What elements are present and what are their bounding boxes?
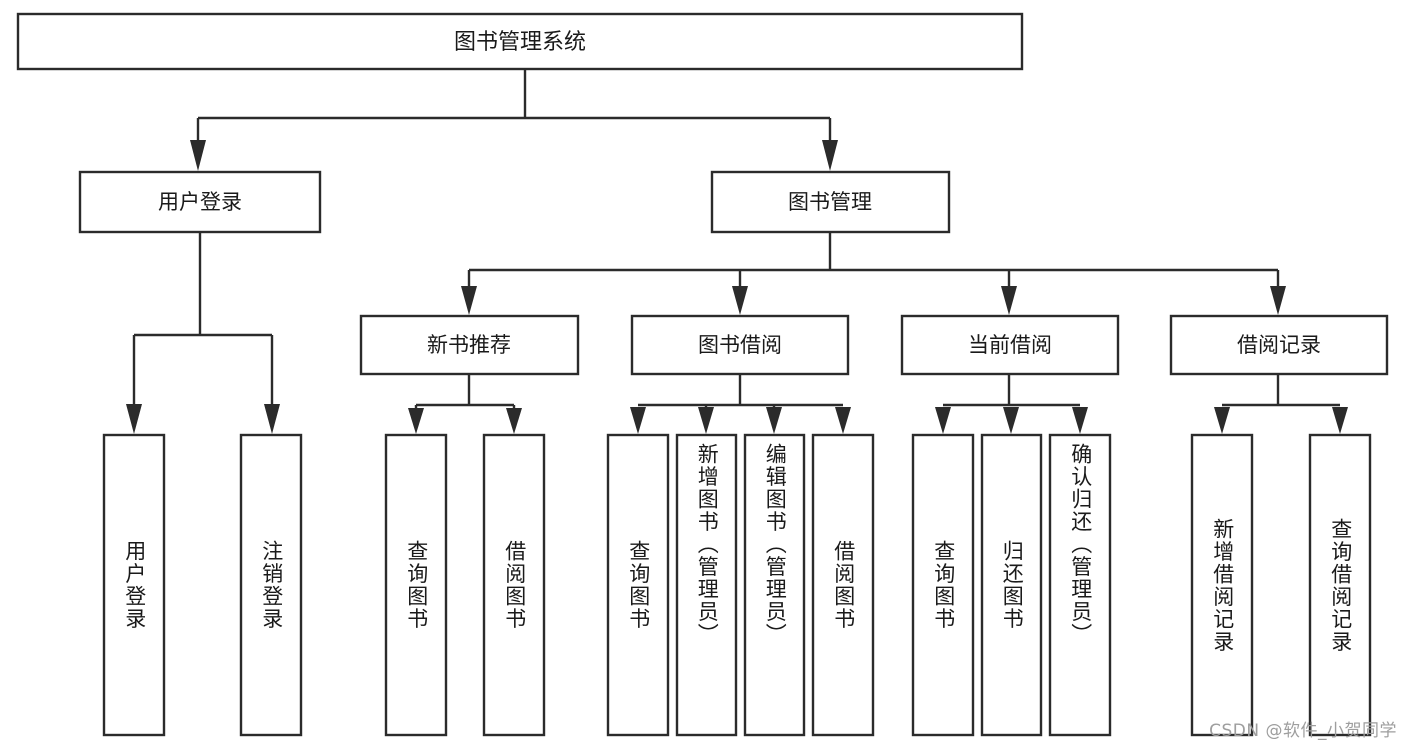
node-box-leaf-query-book-3[interactable] xyxy=(911,433,975,737)
node-box-borrow-record[interactable] xyxy=(1169,314,1389,376)
node-box-leaf-user-login[interactable] xyxy=(102,433,166,737)
arrow-head-borrow-l3 xyxy=(766,407,782,434)
arrow-head-login-leaf1 xyxy=(126,404,142,434)
arrow-head-bookmgmt-borrow xyxy=(732,286,748,315)
node-label-new-book-recommend: 新书推荐 xyxy=(427,333,511,357)
arrow-head-newbook-l1 xyxy=(408,408,424,434)
node-label-book-management: 图书管理 xyxy=(788,190,872,214)
arrow-head-current-l2 xyxy=(1003,407,1019,434)
node-box-user-login[interactable] xyxy=(78,170,322,234)
node-box-new-book-recommend[interactable] xyxy=(359,314,580,376)
arrow-head-record-l1 xyxy=(1214,407,1230,434)
arrow-head-record-l2 xyxy=(1332,407,1348,434)
arrow-head-login-leaf2 xyxy=(264,404,280,434)
node-box-leaf-logout[interactable] xyxy=(239,433,303,737)
node-box-leaf-borrow-book-2[interactable] xyxy=(811,433,875,737)
node-box-leaf-query-book-2[interactable] xyxy=(606,433,670,737)
node-label-user-login: 用户登录 xyxy=(158,190,242,214)
node-label-book-borrow: 图书借阅 xyxy=(698,333,782,357)
arrow-head-newbook-l2 xyxy=(506,408,522,434)
node-box-current-borrow[interactable] xyxy=(900,314,1120,376)
arrow-head-borrow-l4 xyxy=(835,407,851,434)
arrow-head-borrow-l2 xyxy=(698,407,714,434)
arrow-head-bookmgmt-current xyxy=(1001,286,1017,315)
node-box-book-management[interactable] xyxy=(710,170,951,234)
arrow-head-borrow-l1 xyxy=(630,407,646,434)
arrow-head-current-l3 xyxy=(1072,407,1088,434)
node-box-leaf-query-borrow-record[interactable] xyxy=(1308,433,1372,737)
arrow-head-current-l1 xyxy=(935,407,951,434)
node-box-leaf-query-book-1[interactable] xyxy=(384,433,448,737)
node-layer: 图书管理系统 用户登录 图书管理 新书推荐 图书借阅 当前借阅 借阅记录 xyxy=(16,12,1389,737)
node-box-root[interactable] xyxy=(16,12,1024,71)
node-box-leaf-add-book-admin[interactable] xyxy=(675,433,738,737)
arrow-head-bookmgmt-newbook xyxy=(461,286,477,315)
csdn-watermark: CSDN @软件_小贺同学 xyxy=(1209,721,1397,741)
node-box-leaf-return-book[interactable] xyxy=(980,433,1043,737)
node-label-borrow-record: 借阅记录 xyxy=(1237,333,1321,357)
node-box-book-borrow[interactable] xyxy=(630,314,850,376)
connector-layer xyxy=(126,69,1348,434)
node-label-current-borrow: 当前借阅 xyxy=(968,333,1052,357)
node-box-leaf-borrow-book-1[interactable] xyxy=(482,433,546,737)
node-label-root: 图书管理系统 xyxy=(454,30,586,55)
arrow-head-root-to-bookmgmt xyxy=(822,140,838,171)
arrow-head-bookmgmt-record xyxy=(1270,286,1286,315)
node-box-leaf-confirm-return-admin[interactable] xyxy=(1048,433,1112,737)
arrow-head-root-to-login xyxy=(190,140,206,171)
node-box-leaf-add-borrow-record[interactable] xyxy=(1190,433,1254,737)
node-box-leaf-edit-book-admin[interactable] xyxy=(743,433,806,737)
